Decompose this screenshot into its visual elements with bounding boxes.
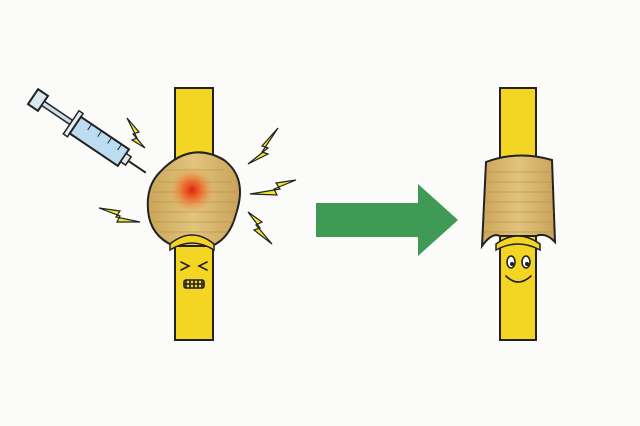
tendon-collar <box>495 235 541 252</box>
before-panel <box>26 87 297 341</box>
lightning-bolt-icon <box>249 179 297 196</box>
lightning-bolt-icon <box>98 207 141 223</box>
lightning-bolt-icon <box>247 211 273 245</box>
happy-face <box>505 255 532 283</box>
sheath-texture <box>484 171 554 233</box>
lightning-bolt-icon <box>126 117 146 149</box>
after-panel <box>480 87 557 341</box>
pained-face <box>180 261 208 289</box>
inflammation-spot <box>168 166 216 214</box>
lightning-bolt-icon <box>247 127 279 165</box>
arrow-right-icon <box>316 184 458 256</box>
tendon-pinch <box>169 234 215 252</box>
syringe-icon <box>26 87 147 174</box>
healthy-sheath <box>480 154 557 250</box>
